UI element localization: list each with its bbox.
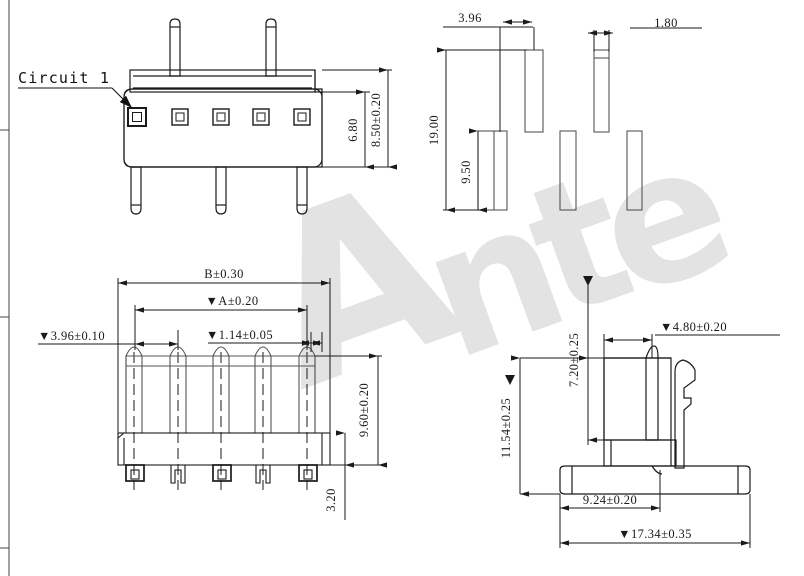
dim-1-80-label: 1.80: [654, 16, 677, 30]
dim-4-80-label: ▼4.80±0.20: [660, 320, 727, 334]
dim-11-54: [505, 355, 604, 497]
dim-7-20: [579, 276, 604, 445]
top-view: [117, 346, 331, 490]
dim-8-50-label: 8.50±0.20: [369, 93, 383, 147]
dim-B: [117, 278, 331, 440]
dim-3-20-label: 3.20: [324, 488, 338, 511]
section-pin: [645, 345, 659, 441]
front-bottom-pin-group: [130, 166, 308, 215]
front-view: [123, 18, 323, 215]
top-view-centerlines: [133, 352, 308, 490]
front-circuit-openings: [127, 107, 311, 127]
solder-foot-3: [212, 464, 232, 482]
top-view-base-plate: [117, 432, 331, 466]
dim-3-96-top: [443, 19, 535, 132]
dim-9-60-label: 9.60±0.20: [357, 383, 371, 437]
dim-9-50-label: 9.50: [459, 160, 473, 183]
dim-11-54-label: 11.54±0.25: [499, 398, 513, 458]
section-base-flange: [559, 465, 751, 495]
front-top-pin-group: [169, 18, 277, 77]
dim-9-24-label: 9.24±0.20: [583, 493, 637, 507]
circuit-1-label: Circuit 1: [18, 69, 110, 87]
front-housing-body: [123, 88, 323, 168]
dim-4-80: [603, 334, 780, 360]
circuit-opening-5: [293, 108, 311, 126]
circuit-opening-4: [252, 108, 270, 126]
top-view-solder-feet: [125, 464, 318, 484]
dim-6-80-label: 6.80: [346, 118, 360, 141]
circuit-opening-3: [212, 108, 230, 126]
top-view-rails: [125, 355, 316, 433]
circuit-opening-2: [171, 108, 189, 126]
dim-19-00-label: 19.00: [427, 115, 441, 145]
circuit-opening-1: [127, 107, 147, 127]
section-latch-arm: [674, 359, 696, 469]
dim-A-label: ▼A±0.20: [206, 294, 259, 308]
dim-7-20-label: 7.20±0.25: [567, 333, 581, 387]
dim-B-label: B±0.30: [204, 267, 243, 281]
dim-8-50: [322, 67, 397, 170]
dim-6-80: [322, 89, 374, 170]
section-view: [559, 345, 751, 495]
front-right-step: [314, 70, 322, 93]
dim-1-14-label: ▼1.14±0.05: [206, 328, 273, 342]
terminal-profile-view: [477, 49, 643, 211]
dim-3-96-tol-label: ▼3.96±0.10: [38, 329, 105, 343]
dim-17-34: [559, 494, 751, 548]
section-mid-bar: [603, 439, 677, 467]
dim-1-14: [208, 332, 323, 352]
dim-3-96-tol: [38, 330, 179, 350]
section-housing-block: [603, 357, 672, 441]
dim-3-96-label: 3.96: [458, 11, 481, 25]
circuit-1-callout: [18, 87, 133, 109]
solder-foot-4: [255, 464, 271, 484]
solder-foot-1: [125, 464, 145, 482]
dim-17-34-label: ▼17.34±0.35: [618, 527, 692, 541]
solder-foot-2: [170, 464, 186, 484]
solder-foot-5: [298, 464, 318, 482]
dim-1-80-top: [588, 27, 702, 52]
